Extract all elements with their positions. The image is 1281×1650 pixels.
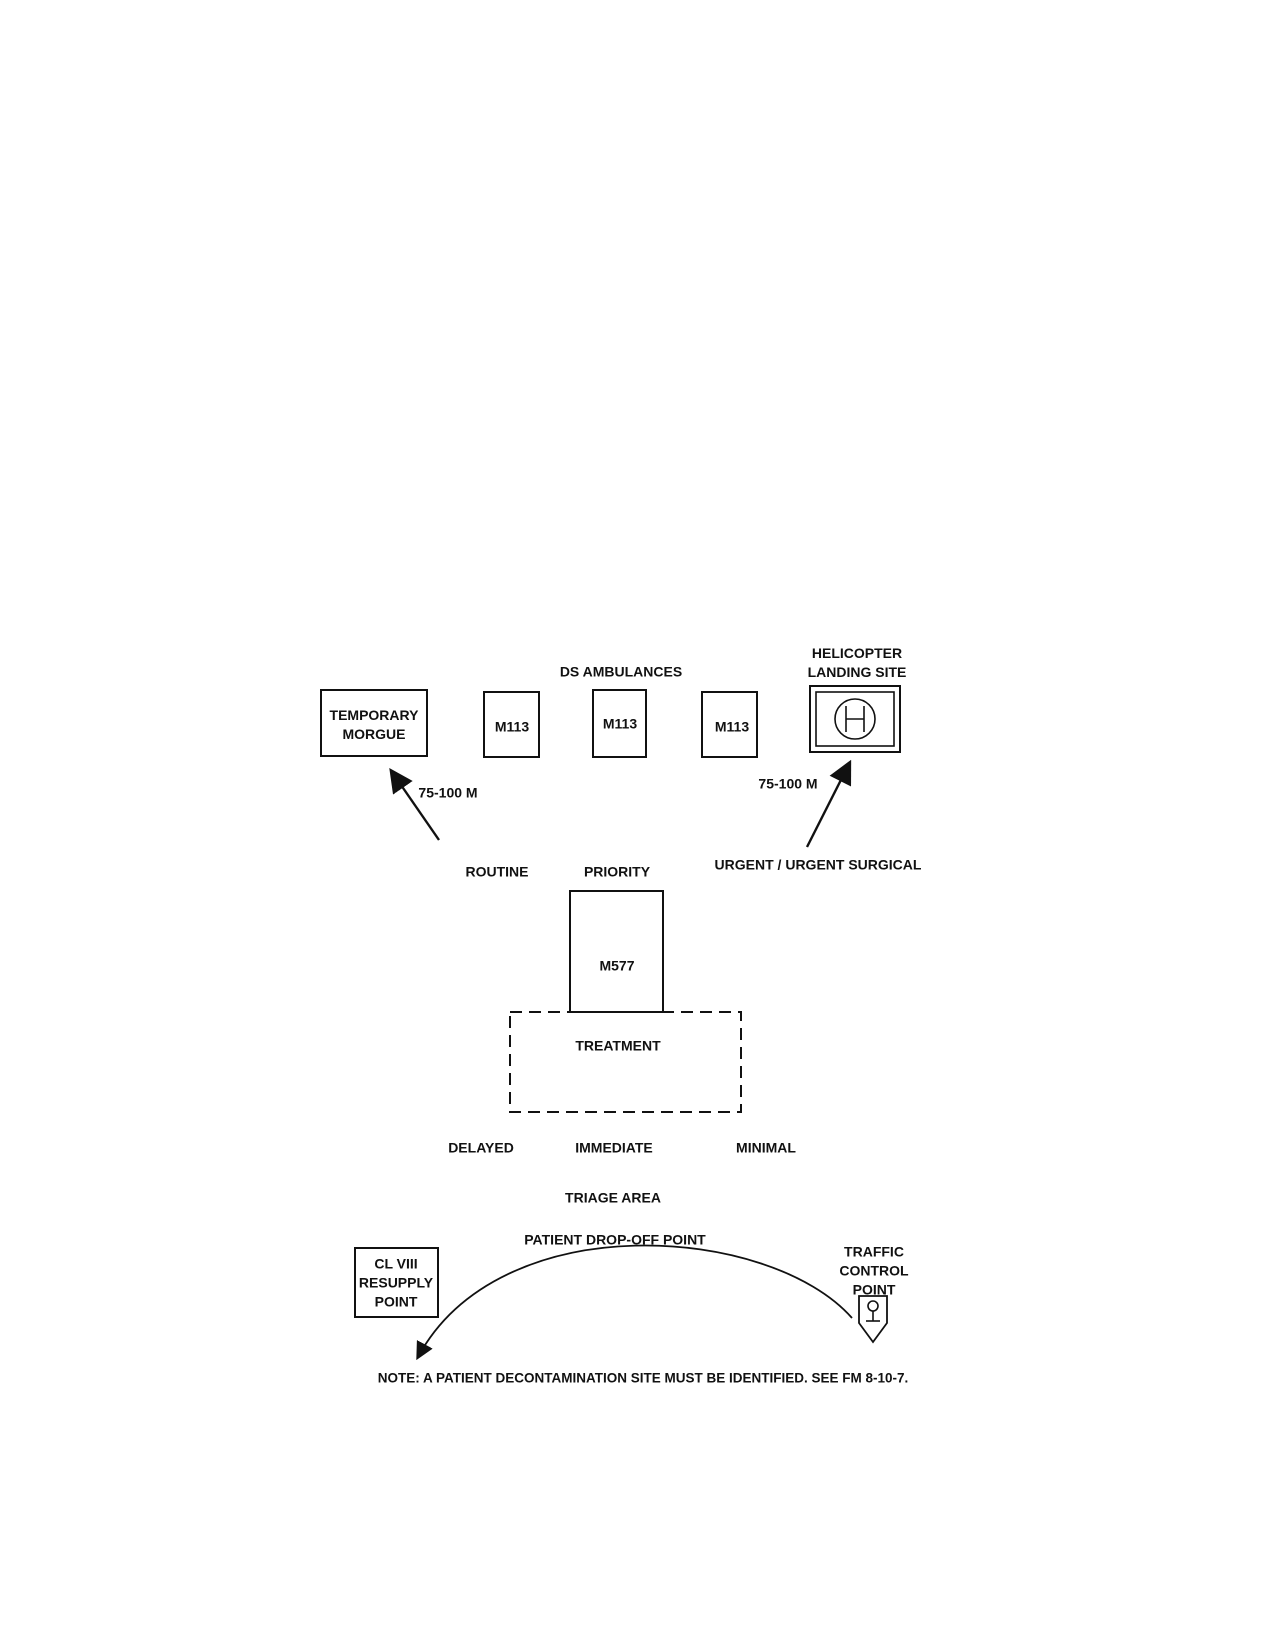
patient-flow-arrow (416, 1244, 853, 1361)
helicopter-landing-site-label: HELICOPTER LANDING SITE (807, 645, 907, 680)
m577-label: M577 (599, 957, 635, 974)
patient-drop-off-label: PATIENT DROP-OFF POINT (524, 1231, 706, 1248)
priority-label: PRIORITY (583, 863, 651, 880)
distance-label-left: 75-100 M (418, 784, 478, 801)
m577-box (569, 890, 664, 1013)
temporary-morgue-label: TEMPORARY MORGUE (329, 707, 419, 742)
triage-area-label: TRIAGE AREA (565, 1189, 661, 1206)
m113-box-2 (592, 689, 647, 758)
temporary-morgue-box (320, 689, 428, 757)
m113-label-1: M113 (494, 718, 530, 735)
minimal-label: MINIMAL (736, 1139, 796, 1156)
routine-label: ROUTINE (465, 863, 529, 880)
arrow-to-helipad (805, 759, 852, 848)
m113-box-3 (701, 691, 758, 758)
note-text: NOTE: A PATIENT DECONTAMINATION SITE MUS… (377, 1370, 909, 1386)
treatment-label: TREATMENT (575, 1037, 661, 1054)
m113-label-3: M113 (714, 718, 750, 735)
traffic-control-point-icon (858, 1295, 888, 1344)
cl-viii-box (354, 1247, 439, 1318)
ds-ambulances-label: DS AMBULANCES (559, 663, 683, 680)
distance-label-right: 75-100 M (758, 775, 818, 792)
treatment-area (509, 1011, 742, 1113)
m113-box-1 (483, 691, 540, 758)
immediate-label: IMMEDIATE (575, 1139, 653, 1156)
cl-viii-label: CL VIII RESUPPLY POINT (358, 1255, 434, 1310)
arrow-to-morgue (389, 768, 440, 841)
traffic-control-label: TRAFFIC CONTROL POINT (839, 1243, 909, 1298)
m113-label-2: M113 (602, 715, 638, 732)
urgent-label: URGENT / URGENT SURGICAL (714, 856, 922, 873)
delayed-label: DELAYED (448, 1139, 514, 1156)
helipad-h-icon (809, 685, 901, 753)
